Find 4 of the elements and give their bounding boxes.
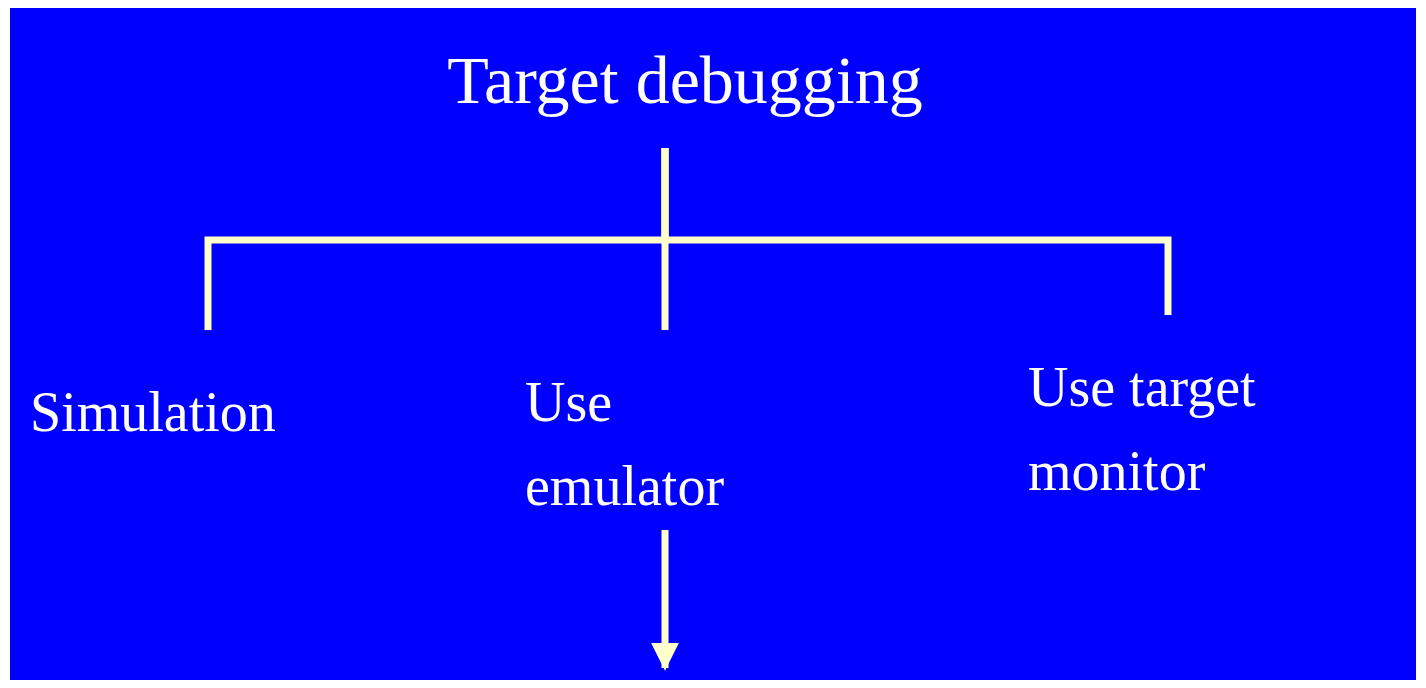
heading-text: Target debugging xyxy=(446,41,924,120)
branch-label: Use target monitor xyxy=(1028,355,1257,504)
branch-label: Use emulator xyxy=(525,370,726,519)
branch-label: Simulation xyxy=(30,380,277,445)
